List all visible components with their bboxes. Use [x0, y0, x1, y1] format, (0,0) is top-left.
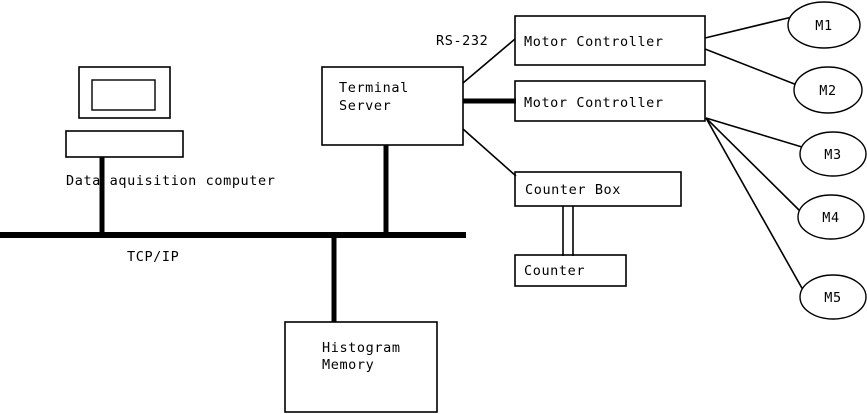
motor-m3-label: M3 [824, 147, 841, 163]
motor-controller-1-label: Motor Controller [524, 34, 664, 50]
link-motor-controller-2-to-m5 [705, 117, 804, 291]
histogram-memory-box [284, 321, 438, 413]
link-motor-controller-2-to-m3 [705, 117, 803, 148]
link-motor-controller-2-to-m4 [705, 117, 801, 212]
terminal-server-box [321, 66, 464, 146]
motor-m4-label: M4 [822, 210, 839, 226]
motor-m2-label: M2 [819, 83, 836, 99]
counter-box-box [514, 171, 682, 207]
motor-controller-1-box [514, 15, 706, 66]
computer-base-unit [65, 130, 184, 158]
motor-m1-label: M1 [815, 18, 832, 34]
motor-m5-ellipse [799, 274, 867, 320]
motor-controller-2-label: Motor Controller [524, 95, 664, 111]
tcpip-bus-label: TCP/IP [127, 249, 179, 265]
motor-m4-ellipse [797, 194, 865, 240]
link-terminal-server-to-counter-box [462, 128, 517, 177]
link-terminal-server-to-motor-controller-1 [462, 38, 516, 84]
counter-box [514, 254, 627, 287]
terminal-server-label-line1: Terminal [339, 80, 409, 96]
link-motor-controller-1-to-m1 [704, 16, 793, 39]
data-acquisition-computer-label: Data aquisition computer [66, 173, 275, 189]
motor-m3-ellipse [799, 131, 867, 177]
counter-label: Counter [524, 263, 585, 279]
histogram-memory-label-line1: Histogram [322, 340, 401, 356]
motor-m1-ellipse [787, 1, 861, 49]
motor-m5-label: M5 [824, 290, 841, 306]
terminal-server-label-line2: Server [339, 98, 391, 114]
link-motor-controller-1-to-m2 [704, 48, 798, 86]
motor-m2-ellipse [793, 66, 863, 114]
computer-monitor-screen [91, 79, 156, 111]
rs232-link-label: RS-232 [436, 33, 488, 49]
histogram-memory-label-line2: Memory [322, 357, 374, 373]
counter-box-label: Counter Box [525, 182, 621, 198]
